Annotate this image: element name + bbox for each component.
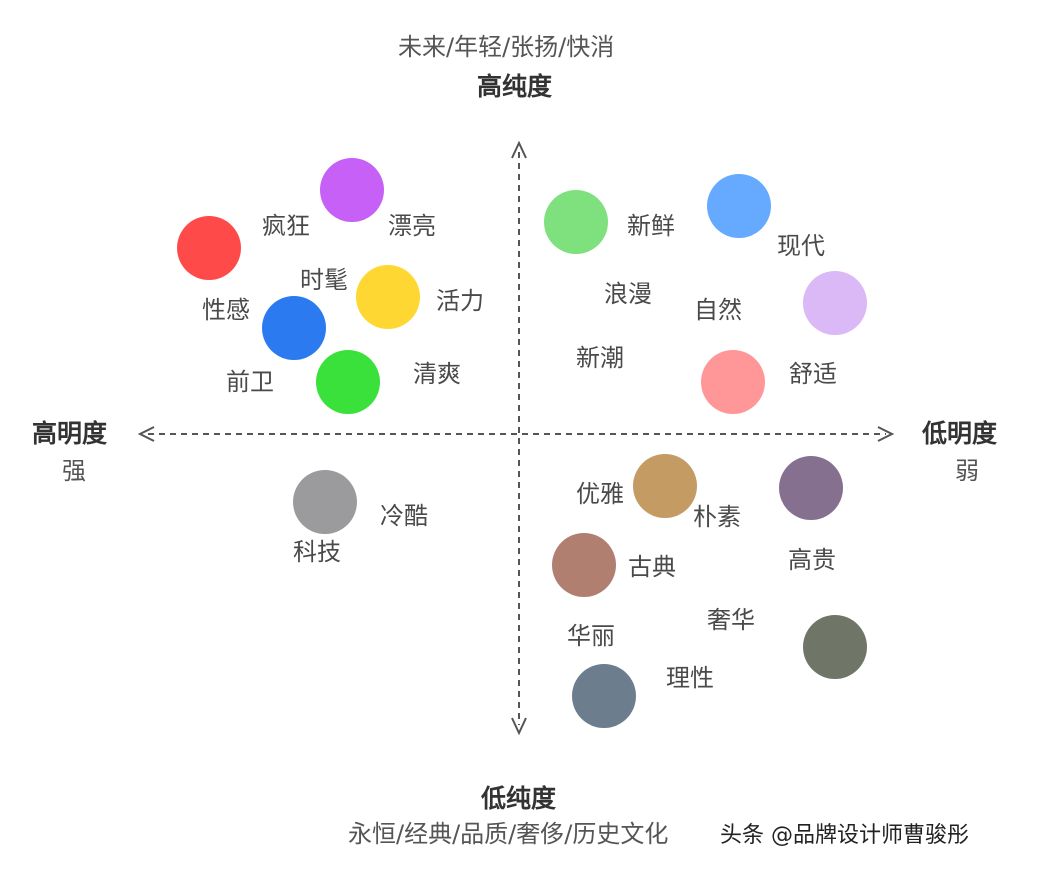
label-xinxian: 新鲜 <box>627 212 675 240</box>
down-arrow-icon <box>511 717 527 736</box>
left-axis-subtitle: 强 <box>62 457 86 485</box>
left-axis-title: 高明度 <box>32 419 108 448</box>
red-color-dot <box>177 216 241 280</box>
label-xiandai: 现代 <box>777 232 825 260</box>
label-ziran: 自然 <box>694 296 742 324</box>
label-huoli: 活力 <box>436 287 484 315</box>
label-shehua: 奢华 <box>707 606 755 634</box>
tan-color-dot <box>633 454 697 518</box>
up-arrow-icon <box>511 140 527 159</box>
clay-color-dot <box>552 533 616 597</box>
light-green-color-dot <box>544 190 608 254</box>
label-xinggan: 性感 <box>202 296 250 324</box>
slate-color-dot <box>572 664 636 728</box>
label-shushi: 舒适 <box>789 360 837 388</box>
sky-blue-color-dot <box>707 174 771 238</box>
label-langman: 浪漫 <box>604 280 652 308</box>
blue-color-dot <box>262 296 326 360</box>
label-lixing: 理性 <box>666 664 714 692</box>
label-fengkuang: 疯狂 <box>262 212 310 240</box>
label-piaoliang: 漂亮 <box>388 212 436 240</box>
label-gaogui: 高贵 <box>788 546 836 574</box>
label-xinchao: 新潮 <box>576 344 624 372</box>
green-color-dot <box>316 350 380 414</box>
bottom-axis-title: 低纯度 <box>481 784 557 813</box>
top-axis-title: 高纯度 <box>477 72 553 101</box>
pink-color-dot <box>701 350 765 414</box>
label-qianwei: 前卫 <box>226 368 274 396</box>
bottom-axis-subtitle: 永恒/经典/品质/奢侈/历史文化 <box>348 820 669 848</box>
lavender-color-dot <box>803 271 867 335</box>
right-arrow-icon <box>877 426 895 442</box>
olive-color-dot <box>803 615 867 679</box>
left-arrow-icon <box>137 426 155 442</box>
label-pusu: 朴素 <box>693 503 741 531</box>
top-axis-subtitle: 未来/年轻/张扬/快消 <box>398 33 615 61</box>
gray-color-dot <box>293 470 357 534</box>
dusty-purple-color-dot <box>779 456 843 520</box>
purple-color-dot <box>320 158 384 222</box>
watermark-text: 头条 @品牌设计师曹骏彤 <box>720 823 969 848</box>
label-huali: 华丽 <box>567 622 615 650</box>
label-youya: 优雅 <box>576 480 624 508</box>
right-axis-subtitle: 弱 <box>955 457 979 485</box>
label-keji: 科技 <box>293 538 341 566</box>
label-qingshuang: 清爽 <box>413 360 461 388</box>
label-gudian: 古典 <box>628 553 676 581</box>
label-lengku: 冷酷 <box>380 502 428 530</box>
yellow-color-dot <box>356 265 420 329</box>
right-axis-title: 低明度 <box>922 419 998 448</box>
label-shimao: 时髦 <box>300 266 348 294</box>
